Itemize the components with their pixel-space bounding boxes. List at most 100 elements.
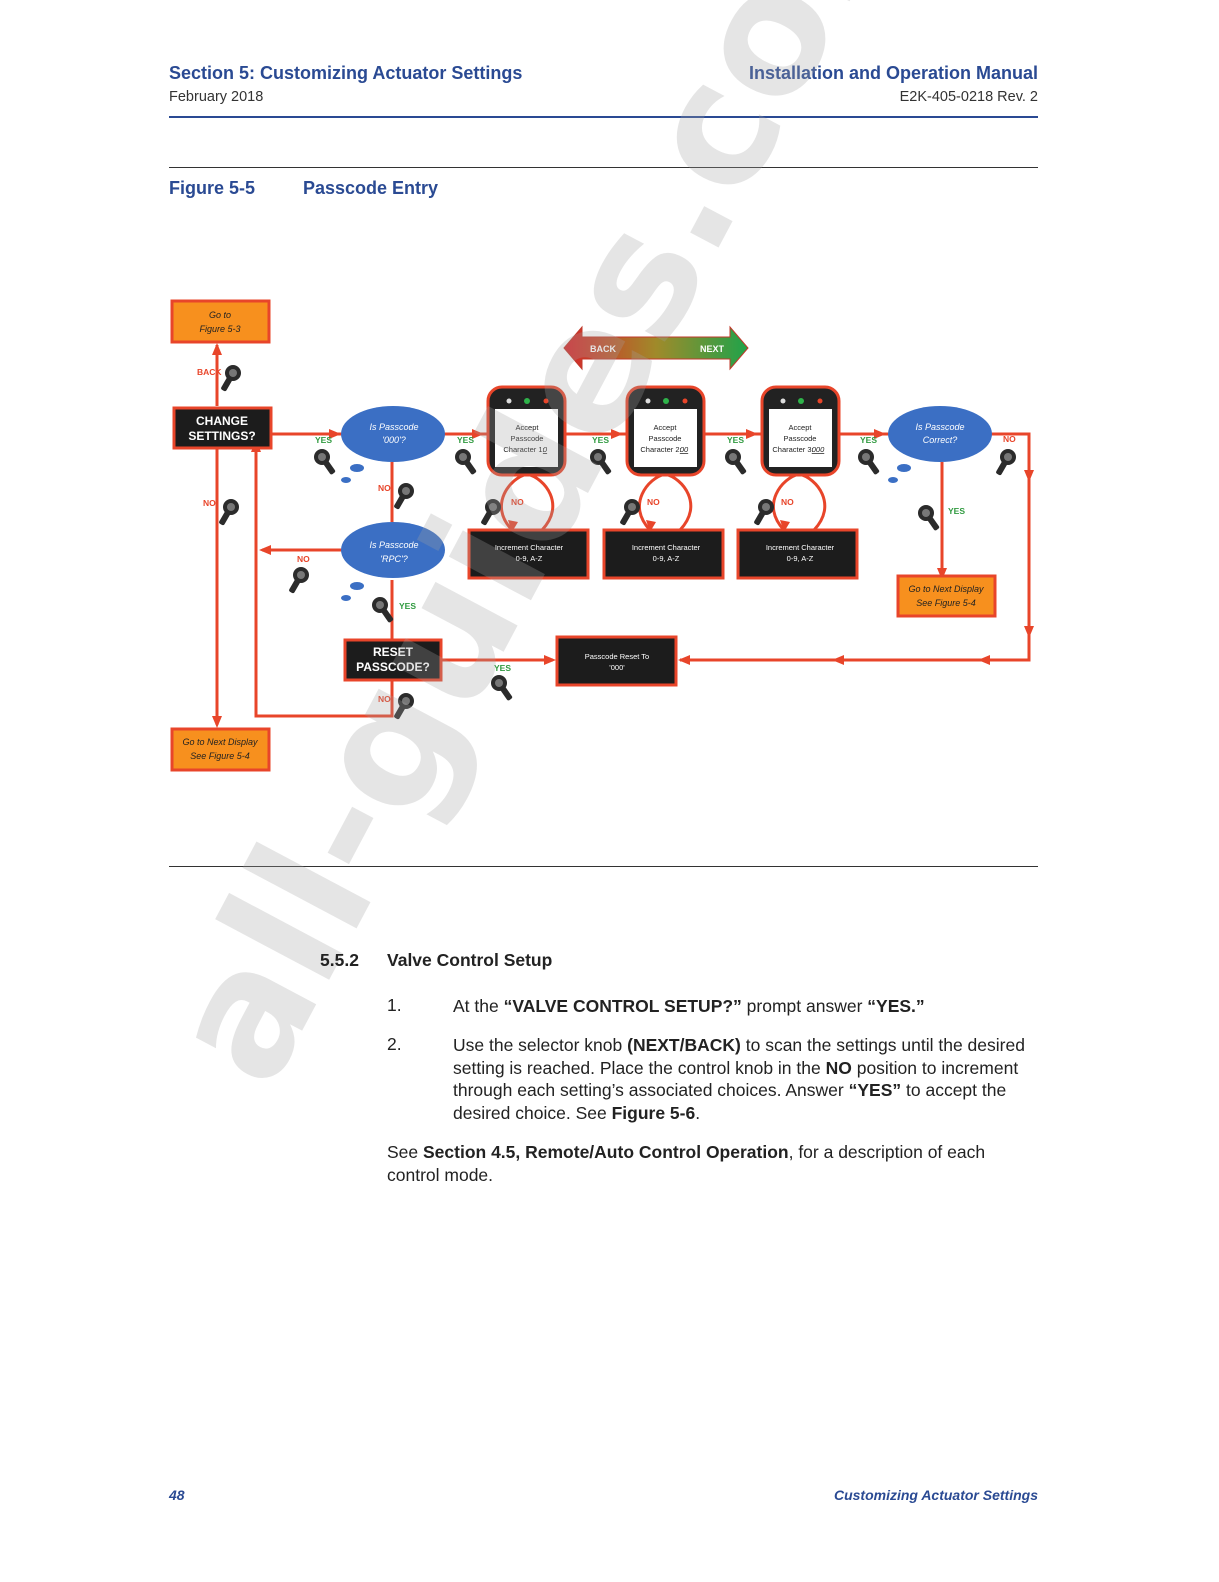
yes-label-correct: YES (948, 506, 965, 516)
goto-next-display-left-box: Go to Next Display See Figure 5-4 (170, 727, 271, 772)
display-screen-char1: Accept Passcode Character 1: 0 (486, 385, 567, 477)
increment1-line1: Increment Character (495, 543, 564, 552)
screen2-line3: Character 2: (640, 445, 681, 454)
knob-icon (455, 449, 477, 476)
no-label-screen2: NO (647, 497, 660, 507)
change-settings-line1: CHANGE (196, 414, 248, 428)
display-screen-char3: Accept Passcode Character 3: 000 (760, 385, 841, 477)
increment2-line1: Increment Character (632, 543, 701, 552)
screen1-line2: Passcode (511, 434, 544, 443)
knob-icon (218, 499, 239, 526)
passcode-reset-box: Passcode Reset To '000' (555, 635, 678, 687)
back-label: BACK (590, 344, 616, 354)
back-small-label: BACK (197, 367, 222, 377)
goto-next-left-line1: Go to Next Display (182, 737, 258, 747)
footer-section: Customizing Actuator Settings (833, 1487, 1038, 1503)
no-label-change: NO (203, 498, 216, 508)
screen2-line2: Passcode (649, 434, 682, 443)
knob-icon (590, 449, 612, 476)
knob-icon (491, 675, 513, 702)
no-label-screen3: NO (781, 497, 794, 507)
knob-icon (995, 449, 1016, 476)
no-label-rpc: NO (297, 554, 310, 564)
yes-label-4: YES (727, 435, 744, 445)
screen1-line1: Accept (516, 423, 540, 432)
manual-title: Installation and Operation Manual (748, 63, 1038, 83)
is-passcode-000-line2: '000'? (382, 435, 405, 445)
no-label-screen1: NO (511, 497, 524, 507)
increment3-line2: 0-9, A-Z (787, 554, 814, 563)
goto-fig53-line1: Go to (209, 310, 231, 320)
section-header-title: Section 5: Customizing Actuator Settings (169, 63, 523, 83)
control-mode-note: See Section 4.5, Remote/Auto Control Ope… (387, 1142, 986, 1185)
knob-icon (288, 567, 309, 594)
no-label-reset: NO (378, 694, 391, 704)
change-settings-line2: SETTINGS? (188, 429, 255, 443)
goto-next-right-line1: Go to Next Display (908, 584, 984, 594)
screen2-line1: Accept (654, 423, 678, 432)
knob-icon (220, 365, 241, 392)
increment-box-1: Increment Character 0-9, A-Z (467, 528, 590, 580)
screen1-line3: Character 1: (503, 445, 544, 454)
screen3-line2: Passcode (784, 434, 817, 443)
screen1-value: 0 (543, 445, 548, 454)
goto-next-display-right-box: Go to Next Display See Figure 5-4 (896, 574, 997, 618)
arrowheads (212, 343, 1034, 728)
figure-bottom-rule (169, 866, 1038, 867)
knob-icon (918, 505, 940, 532)
knob-icon (393, 693, 414, 720)
is-passcode-correct-line1: Is Passcode (915, 422, 964, 432)
is-passcode-000-line1: Is Passcode (369, 422, 418, 432)
bubble-is-passcode-correct: Is Passcode Correct? (888, 406, 992, 483)
reset-passcode-line1: RESET (373, 645, 414, 659)
knob-icon (314, 449, 336, 476)
change-settings-box: CHANGE SETTINGS? (172, 406, 273, 450)
display-screen-char2: Accept Passcode Character 2: 00 (625, 385, 706, 477)
passcode-reset-line1: Passcode Reset To (585, 652, 649, 661)
document-number: E2K-405-0218 Rev. 2 (899, 89, 1038, 105)
figure-title: Passcode Entry (303, 178, 439, 198)
is-passcode-rpc-line1: Is Passcode (369, 540, 418, 550)
goto-next-left-line2: See Figure 5-4 (190, 751, 250, 761)
passcode-entry-flowchart: Go to Figure 5-3 CHANGE SETTINGS? BACK N… (170, 299, 1034, 772)
goto-next-right-line2: See Figure 5-4 (916, 598, 976, 608)
yes-label-3: YES (592, 435, 609, 445)
increment3-line1: Increment Character (766, 543, 835, 552)
yes-label-rpc: YES (399, 601, 416, 611)
passcode-reset-line2: '000' (609, 663, 625, 672)
section-number: 5.5.2 (320, 950, 359, 970)
increment-box-3: Increment Character 0-9, A-Z (736, 528, 859, 580)
step-2-number: 2. (387, 1034, 402, 1054)
no-label-000: NO (378, 483, 391, 493)
figure-top-rule (169, 167, 1038, 168)
yes-label-reset: YES (494, 663, 511, 673)
knob-icon (393, 483, 414, 510)
yes-label-5: YES (860, 435, 877, 445)
knob-icon (753, 499, 774, 526)
screen3-line3: Character 3: (772, 445, 813, 454)
branch-labels: BACK YES YES YES YES YES NO YES NO NO NO… (197, 367, 1016, 704)
is-passcode-correct-line2: Correct? (923, 435, 958, 445)
page-number: 48 (169, 1487, 185, 1503)
step-2-text: Use the selector knob (NEXT/BACK) to sca… (453, 1035, 1025, 1123)
header-rule (169, 116, 1038, 118)
reset-passcode-line2: PASSCODE? (356, 660, 430, 674)
yes-label-1: YES (315, 435, 332, 445)
goto-figure-5-3-box: Go to Figure 5-3 (170, 299, 271, 344)
screen2-value: 00 (680, 445, 689, 454)
knob-icon (619, 499, 640, 526)
knob-icon (725, 449, 747, 476)
figure-number: Figure 5-5 (169, 178, 256, 198)
knob-icon (480, 499, 501, 526)
increment2-line2: 0-9, A-Z (653, 554, 680, 563)
screen3-line1: Accept (789, 423, 813, 432)
increment1-line2: 0-9, A-Z (516, 554, 543, 563)
goto-fig53-line2: Figure 5-3 (199, 324, 240, 334)
back-next-arrow: BACK NEXT (563, 325, 749, 371)
section-title: Valve Control Setup (387, 950, 553, 970)
no-label-correct: NO (1003, 434, 1016, 444)
increment-box-2: Increment Character 0-9, A-Z (602, 528, 725, 580)
yes-label-2: YES (457, 435, 474, 445)
next-label: NEXT (700, 344, 725, 354)
step-1-text: At the “VALVE CONTROL SETUP?” prompt ans… (453, 996, 925, 1016)
